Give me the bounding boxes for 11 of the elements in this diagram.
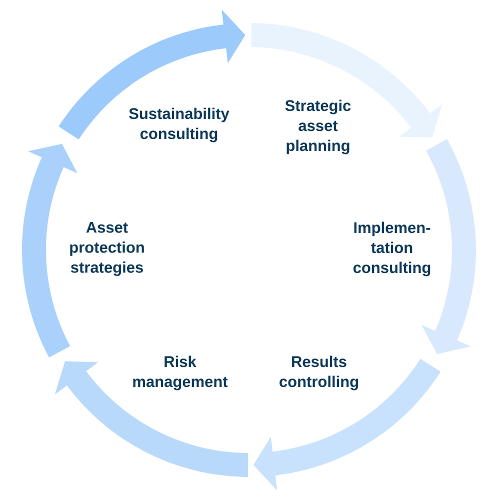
step-label: Asset protection strategies [70,222,144,276]
curved-arrow [253,358,441,490]
step-label: Results controlling [280,356,358,390]
curved-arrow [54,361,248,477]
step-label: Risk management [133,356,228,390]
curved-arrow [421,138,476,354]
step-label: Implemen-tation consulting [353,222,430,276]
curved-arrow [58,10,246,140]
curved-arrow [22,144,78,358]
step-label: Strategic asset planning [285,100,351,154]
step-label: Sustainability consulting [129,108,230,142]
